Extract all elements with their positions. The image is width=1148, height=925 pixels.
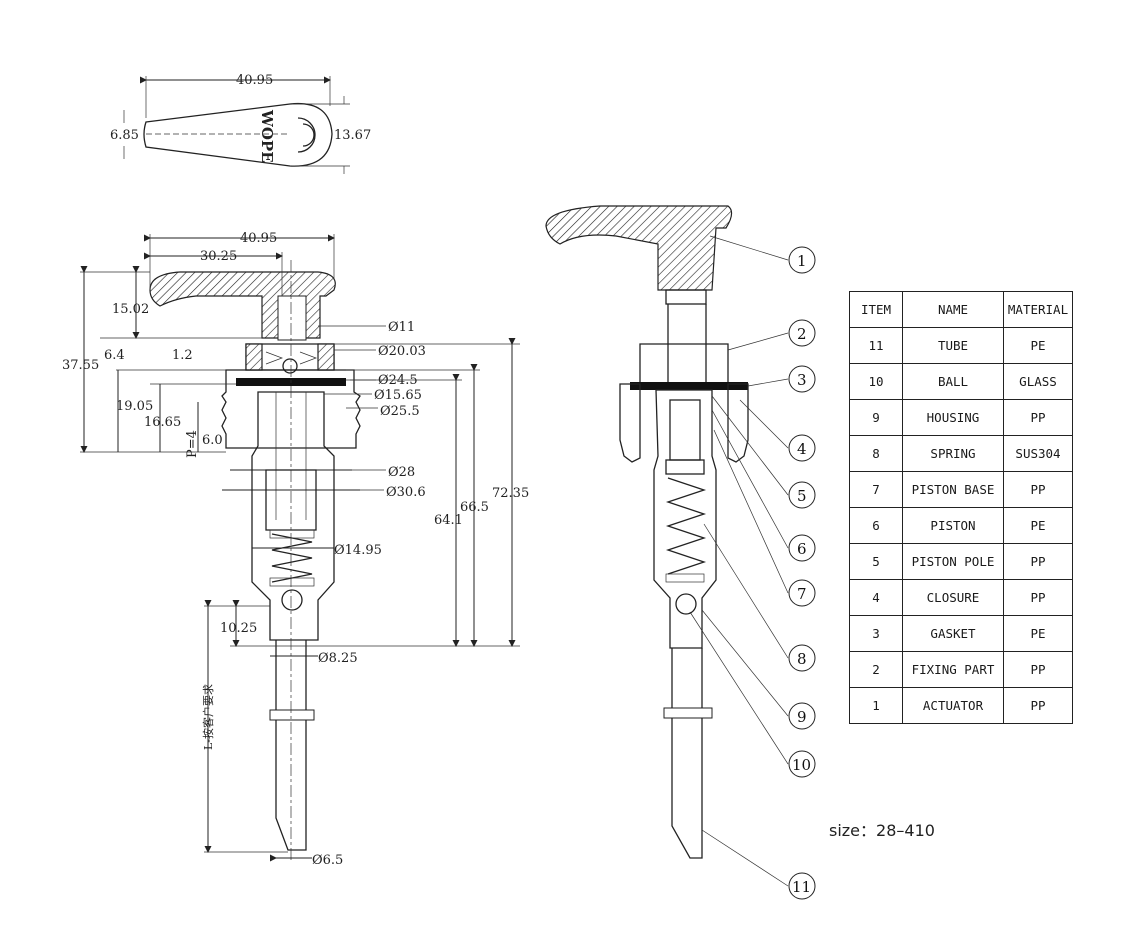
bom-name: CLOSURE [902, 579, 1004, 616]
bom-material: PE [1003, 615, 1073, 652]
dim-16-65: 16.65 [144, 415, 181, 430]
bom-item: 1 [849, 687, 903, 724]
dim-72-35: 72.35 [492, 486, 529, 501]
dim-phi6-5: Ø6.5 [312, 853, 343, 868]
size-label: size：28–410 [829, 821, 935, 840]
callouts: 1 2 3 4 5 6 7 8 9 10 11 [788, 246, 816, 900]
bom-material: SUS304 [1003, 435, 1073, 472]
bom-name: FIXING PART [902, 651, 1004, 688]
callout-3: 3 [797, 371, 807, 389]
bom-item: 9 [849, 399, 903, 436]
dim-right-height: 13.67 [334, 128, 371, 143]
bom-item: 11 [849, 327, 903, 364]
bom-name: PISTON BASE [902, 471, 1004, 508]
callout-4: 4 [797, 440, 807, 458]
dim-phi11: Ø11 [388, 320, 415, 335]
dim-pitch: P=4 [185, 430, 200, 458]
assembly-view [545, 205, 789, 887]
bom-material: PP [1003, 471, 1073, 508]
bom-header-item: ITEM [849, 291, 903, 328]
dim-phi8-25: Ø8.25 [318, 651, 358, 666]
dim-40-95: 40.95 [240, 231, 277, 246]
bom-material: PE [1003, 507, 1073, 544]
callout-7: 7 [797, 585, 807, 603]
dim-37-55: 37.55 [62, 358, 99, 373]
callout-10: 10 [792, 756, 811, 774]
bom-item: 8 [849, 435, 903, 472]
dim-66-5: 66.5 [460, 500, 489, 515]
bom-material: GLASS [1003, 363, 1073, 400]
dim-1-2: 1.2 [172, 348, 193, 363]
bom-item: 2 [849, 651, 903, 688]
callout-6: 6 [797, 540, 807, 558]
dim-phi14-95: Ø14.95 [334, 543, 382, 558]
dim-phi15-65: Ø15.65 [374, 388, 422, 403]
callout-2: 2 [797, 325, 807, 343]
bom-name: SPRING [902, 435, 1004, 472]
bom-material: PP [1003, 687, 1073, 724]
bom-material: PP [1003, 579, 1073, 616]
callout-9: 9 [797, 708, 807, 726]
bom-name: GASKET [902, 615, 1004, 652]
bom-header-name: NAME [902, 291, 1004, 328]
bom-material: PP [1003, 543, 1073, 580]
bom-item: 5 [849, 543, 903, 580]
dim-30-25: 30.25 [200, 249, 237, 264]
dim-phi20-03: Ø20.03 [378, 344, 426, 359]
dim-6-4: 6.4 [104, 348, 125, 363]
bom-item: 7 [849, 471, 903, 508]
bom-name: BALL [902, 363, 1004, 400]
callout-11: 11 [792, 878, 811, 896]
dim-64-1: 64.1 [434, 513, 463, 528]
dim-phi28: Ø28 [388, 465, 415, 480]
top-view: WOPE 40.95 6.85 13.67 [110, 73, 371, 174]
bom-item: 6 [849, 507, 903, 544]
callout-1: 1 [797, 252, 807, 270]
bom-name: PISTON [902, 507, 1004, 544]
dim-tube-length: L-按客户要求 [201, 684, 215, 750]
dim-6-0: 6.0 [202, 433, 223, 448]
bom-item: 3 [849, 615, 903, 652]
bom-header-material: MATERIAL [1003, 291, 1073, 328]
bom-header-row: ITEM NAME MATERIAL [849, 291, 1073, 328]
dim-phi24-5: Ø24.5 [378, 373, 418, 388]
section-view: 40.95 30.25 37.55 15.02 6.4 1.2 19.05 16… [62, 231, 529, 868]
dim-phi30-6: Ø30.6 [386, 485, 426, 500]
dim-15-02: 15.02 [112, 302, 149, 317]
callout-8: 8 [797, 650, 807, 668]
dim-top-width: 40.95 [236, 73, 273, 88]
callout-5: 5 [797, 487, 807, 505]
logo-text: WOPE [258, 109, 276, 163]
bom-item: 10 [849, 363, 903, 400]
bom-name: PISTON POLE [902, 543, 1004, 580]
dim-phi25-5: Ø25.5 [380, 404, 420, 419]
bom-name: HOUSING [902, 399, 1004, 436]
bom-material: PE [1003, 327, 1073, 364]
dim-left-height: 6.85 [110, 128, 139, 143]
bom-material: PP [1003, 651, 1073, 688]
dim-10-25: 10.25 [220, 621, 257, 636]
bom-item: 4 [849, 579, 903, 616]
dim-19-05: 19.05 [116, 399, 153, 414]
bom-material: PP [1003, 399, 1073, 436]
bom-name: ACTUATOR [902, 687, 1004, 724]
bom-name: TUBE [902, 327, 1004, 364]
